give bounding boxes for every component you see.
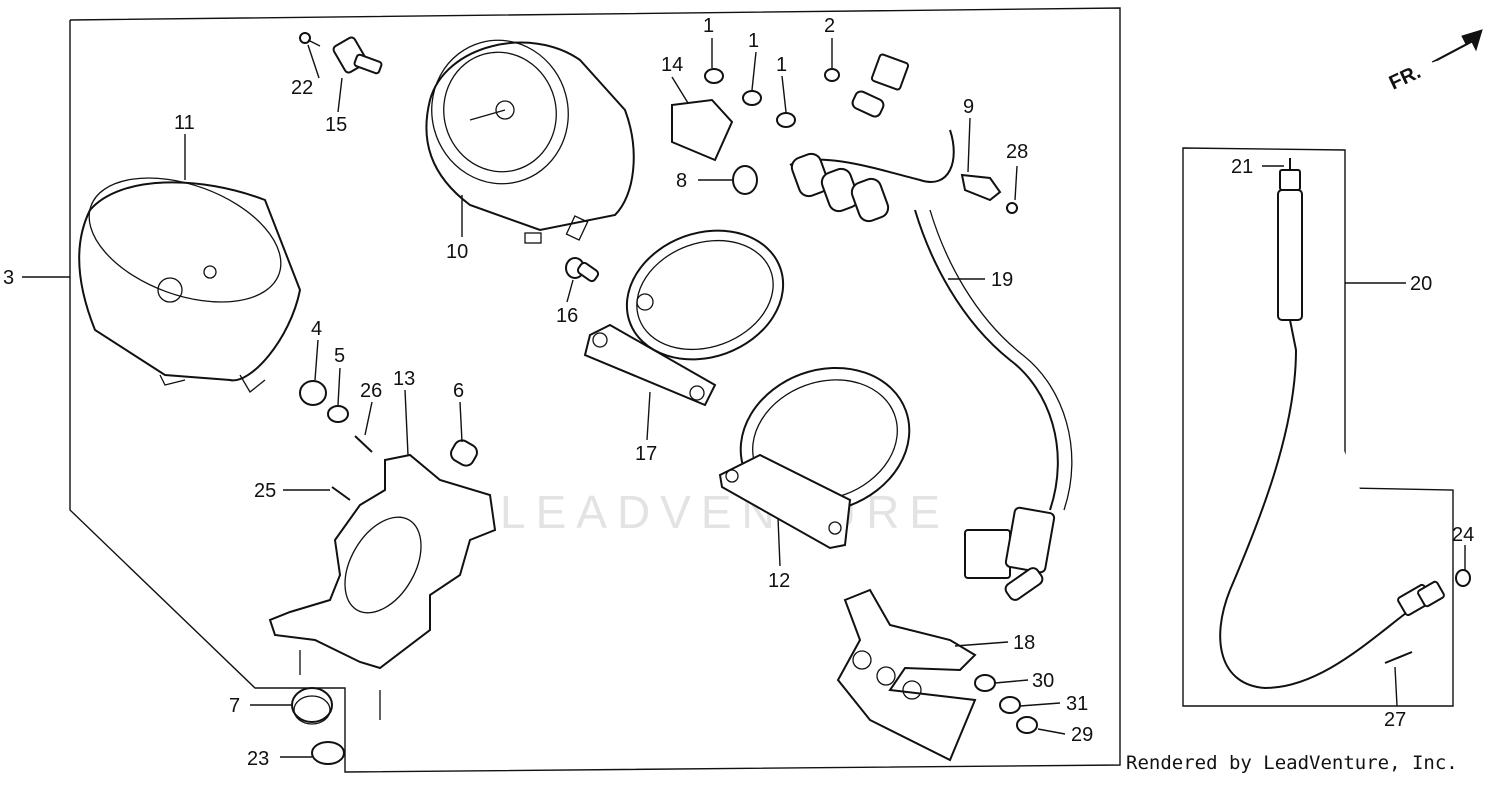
bolt-part xyxy=(450,439,478,467)
callout-labels: 1 1 1 2 3 4 5 6 7 8 9 10 11 12 13 14 15 … xyxy=(3,15,1474,770)
gasket-part xyxy=(718,366,911,550)
callout-28: 28 xyxy=(1006,141,1028,163)
bulb-part xyxy=(704,68,796,128)
callout-15: 15 xyxy=(325,114,347,136)
indicator-stay-part xyxy=(836,588,977,762)
speedometer-part xyxy=(425,39,635,244)
cable-group-frame xyxy=(1182,147,1454,707)
cap-part xyxy=(311,741,345,765)
screw-part xyxy=(1006,202,1018,214)
callout-11: 11 xyxy=(174,112,195,134)
callout-6: 6 xyxy=(453,380,464,402)
screw-part xyxy=(354,435,373,453)
speedometer-cable-part xyxy=(1219,169,1445,690)
callout-14: 14 xyxy=(661,54,683,76)
front-direction-label: FR. xyxy=(1386,61,1424,95)
callout-13: 13 xyxy=(393,368,415,390)
leader-lines xyxy=(22,38,1466,758)
bulb-small-part xyxy=(824,68,840,82)
callout-12: 12 xyxy=(768,570,790,592)
grommet-part xyxy=(732,165,758,195)
callout-20: 20 xyxy=(1410,273,1432,295)
callout-4: 4 xyxy=(311,318,322,340)
callout-23: 23 xyxy=(247,748,269,770)
clamp-part xyxy=(960,173,1002,202)
callout-1: 1 xyxy=(703,15,714,37)
callout-22: 22 xyxy=(291,77,313,99)
rubber-grommet-part xyxy=(299,380,327,406)
callout-26: 26 xyxy=(360,380,382,402)
callout-30: 30 xyxy=(1032,670,1054,692)
callout-10: 10 xyxy=(446,241,468,263)
washer-part xyxy=(974,674,996,692)
watermark: LEADVENTURE xyxy=(500,486,950,538)
credit-text: Rendered by LeadVenture, Inc. xyxy=(1126,752,1458,774)
callout-2: 2 xyxy=(824,15,835,37)
callout-21: 21 xyxy=(1231,156,1253,178)
callout-19: 19 xyxy=(991,269,1013,291)
callout-5: 5 xyxy=(334,345,345,367)
pilot-light-part xyxy=(565,257,600,283)
callout-16: 16 xyxy=(556,305,578,327)
callout-25: 25 xyxy=(254,480,276,502)
callout-1: 1 xyxy=(748,30,759,52)
callout-24: 24 xyxy=(1452,524,1474,546)
washer-part xyxy=(1455,569,1471,587)
rubber-mount-part xyxy=(291,687,333,725)
mounting-band-part xyxy=(583,229,785,407)
gear-part xyxy=(332,36,383,75)
collar-part xyxy=(327,405,349,423)
washer-part xyxy=(999,696,1021,714)
callout-18: 18 xyxy=(1013,632,1035,654)
callout-17: 17 xyxy=(635,443,657,465)
assembly-frame xyxy=(69,7,1121,773)
nut-part xyxy=(1016,716,1038,734)
callout-31: 31 xyxy=(1066,693,1088,715)
callout-8: 8 xyxy=(676,170,687,192)
bolt-part xyxy=(331,486,351,501)
screw-part xyxy=(299,32,321,47)
speedometer-case-part xyxy=(78,177,302,393)
front-direction-arrow-icon xyxy=(1431,29,1483,63)
callout-7: 7 xyxy=(229,695,240,717)
wire-harness-part xyxy=(789,53,1073,601)
screw-part xyxy=(1384,651,1413,664)
bracket-part xyxy=(268,453,497,720)
callout-3: 3 xyxy=(3,267,14,289)
socket-cover-part xyxy=(671,98,734,162)
callout-9: 9 xyxy=(963,96,974,118)
callout-29: 29 xyxy=(1071,724,1093,746)
callout-27: 27 xyxy=(1384,709,1406,731)
callout-1: 1 xyxy=(776,54,787,76)
